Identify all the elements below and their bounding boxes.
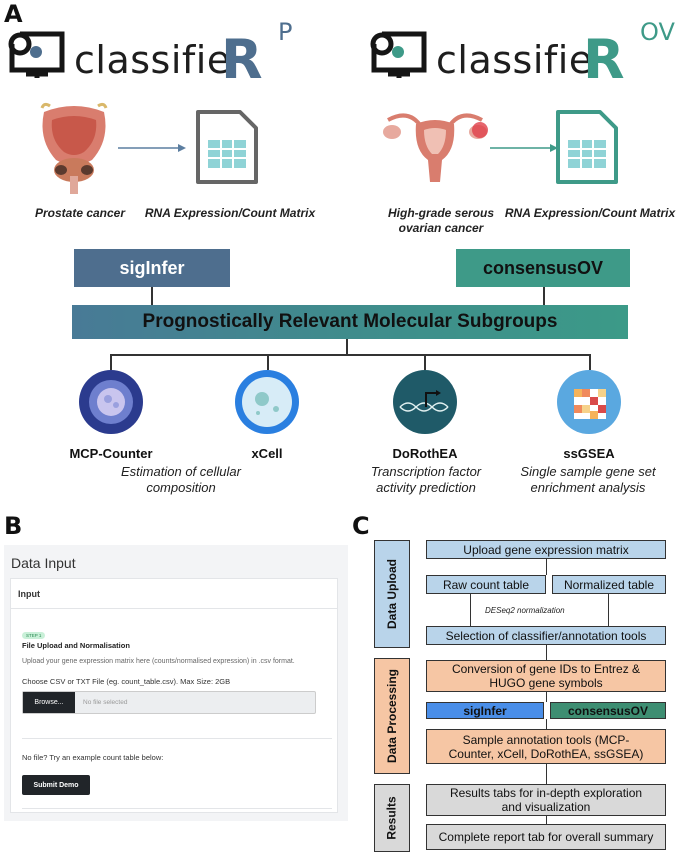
browse-button[interactable]: Browse... xyxy=(23,692,75,713)
tf-description: Transcription factor activity prediction xyxy=(370,464,482,495)
upload-description: Upload your gene expression matrix here … xyxy=(22,658,295,665)
mcp-counter-cell-icon xyxy=(79,370,143,434)
logo-left-text: classifie xyxy=(74,38,231,82)
monitor-logo-icon xyxy=(370,31,427,78)
tool-label-xcell: xCell xyxy=(251,446,283,461)
connector-line xyxy=(151,287,153,305)
file-input-group[interactable]: Browse... No file selected xyxy=(22,691,316,714)
right-matrix-label: RNA Expression/Count Matrix xyxy=(504,206,676,220)
tool-label-ssgsea: ssGSEA xyxy=(563,446,615,461)
arrow-icon xyxy=(118,144,186,152)
connector-line xyxy=(589,354,591,370)
connector-line xyxy=(110,354,112,370)
file-placeholder: No file selected xyxy=(83,699,128,706)
report-tab-box: Complete report tab for overall summary xyxy=(426,824,666,850)
selection-box: Selection of classifier/annotation tools xyxy=(426,626,666,645)
connector-line xyxy=(608,594,609,626)
connector-line xyxy=(546,719,547,729)
arrow-icon xyxy=(490,144,558,152)
connector-line xyxy=(546,559,547,575)
step-badge: STEP 1 xyxy=(22,632,46,639)
step-title: File Upload and Normalisation xyxy=(22,641,130,650)
logo-right-superscript: OV xyxy=(640,18,675,46)
section-divider xyxy=(22,738,332,739)
raw-count-box: Raw count table xyxy=(426,575,546,594)
normalized-box: Normalized table xyxy=(552,575,666,594)
data-input-title: Data Input xyxy=(11,555,76,571)
submit-demo-button[interactable]: Submit Demo xyxy=(22,775,90,795)
consensusov-box: consensusOV xyxy=(456,249,630,287)
siginfer-box: sigInfer xyxy=(74,249,230,287)
connector-line xyxy=(110,354,590,356)
data-upload-label: Data Upload xyxy=(374,540,410,648)
ssgsea-description: Single sample gene set enrichment analys… xyxy=(520,464,656,495)
card-divider xyxy=(10,608,338,609)
logo-left-superscript: P xyxy=(278,18,293,46)
card-divider xyxy=(22,808,332,809)
left-matrix-label: RNA Expression/Count Matrix xyxy=(144,206,316,220)
logo-right-text: classifie xyxy=(436,38,593,82)
classifier-ov-logo: classifie R OV xyxy=(368,18,684,91)
connector-line xyxy=(346,339,348,355)
dna-transcription-icon xyxy=(393,370,457,434)
file-size-label: Choose CSV or TXT File (eg. count_table.… xyxy=(22,677,231,686)
input-card-header: Input xyxy=(18,589,40,599)
spreadsheet-file-icon xyxy=(556,110,618,184)
connector-line xyxy=(267,354,269,370)
logo-right-r: R xyxy=(583,28,625,91)
connector-line xyxy=(546,645,547,661)
panel-b-letter: B xyxy=(4,512,23,540)
subgroups-bar: Prognostically Relevant Molecular Subgro… xyxy=(72,305,628,339)
ovarian-cancer-label: High-grade serous ovarian cancer xyxy=(387,206,495,235)
connector-line xyxy=(546,764,547,784)
prostate-icon xyxy=(40,102,108,194)
connector-line xyxy=(546,692,547,702)
xcell-cell-icon xyxy=(235,370,299,434)
results-label: Results xyxy=(374,784,410,852)
upload-matrix-box: Upload gene expression matrix xyxy=(426,540,666,559)
classifier-p-logo: classifie R P xyxy=(6,18,306,91)
example-text: No file? Try an example count table belo… xyxy=(22,753,164,762)
tool-label-dorothea: DoRothEA xyxy=(392,446,458,461)
prostate-cancer-label: Prostate cancer xyxy=(34,206,126,220)
connector-line xyxy=(546,816,547,824)
deseq-label: DESeq2 normalization xyxy=(485,606,565,615)
panel-a-letter: A xyxy=(4,0,23,28)
connector-line xyxy=(543,287,545,305)
panel-c-letter: C xyxy=(352,512,370,540)
heatmap-icon xyxy=(557,370,621,434)
connector-line xyxy=(470,594,471,626)
annotation-box: Sample annotation tools (MCP-Counter, xC… xyxy=(426,729,666,764)
siginfer-flow-box: sigInfer xyxy=(426,702,544,719)
composition-description: Estimation of cellular composition xyxy=(121,464,241,495)
results-tabs-box: Results tabs for in-depth exploration an… xyxy=(426,784,666,816)
tool-label-mcp-counter: MCP-Counter xyxy=(69,446,153,461)
consensusov-flow-box: consensusOV xyxy=(550,702,666,719)
logo-left-r: R xyxy=(221,28,263,91)
uterus-icon xyxy=(383,113,488,182)
spreadsheet-file-icon xyxy=(196,110,258,184)
monitor-logo-icon xyxy=(8,31,65,78)
data-processing-label: Data Processing xyxy=(374,658,410,774)
conversion-box: Conversion of gene IDs to Entrez & HUGO … xyxy=(426,660,666,692)
connector-line xyxy=(424,354,426,370)
